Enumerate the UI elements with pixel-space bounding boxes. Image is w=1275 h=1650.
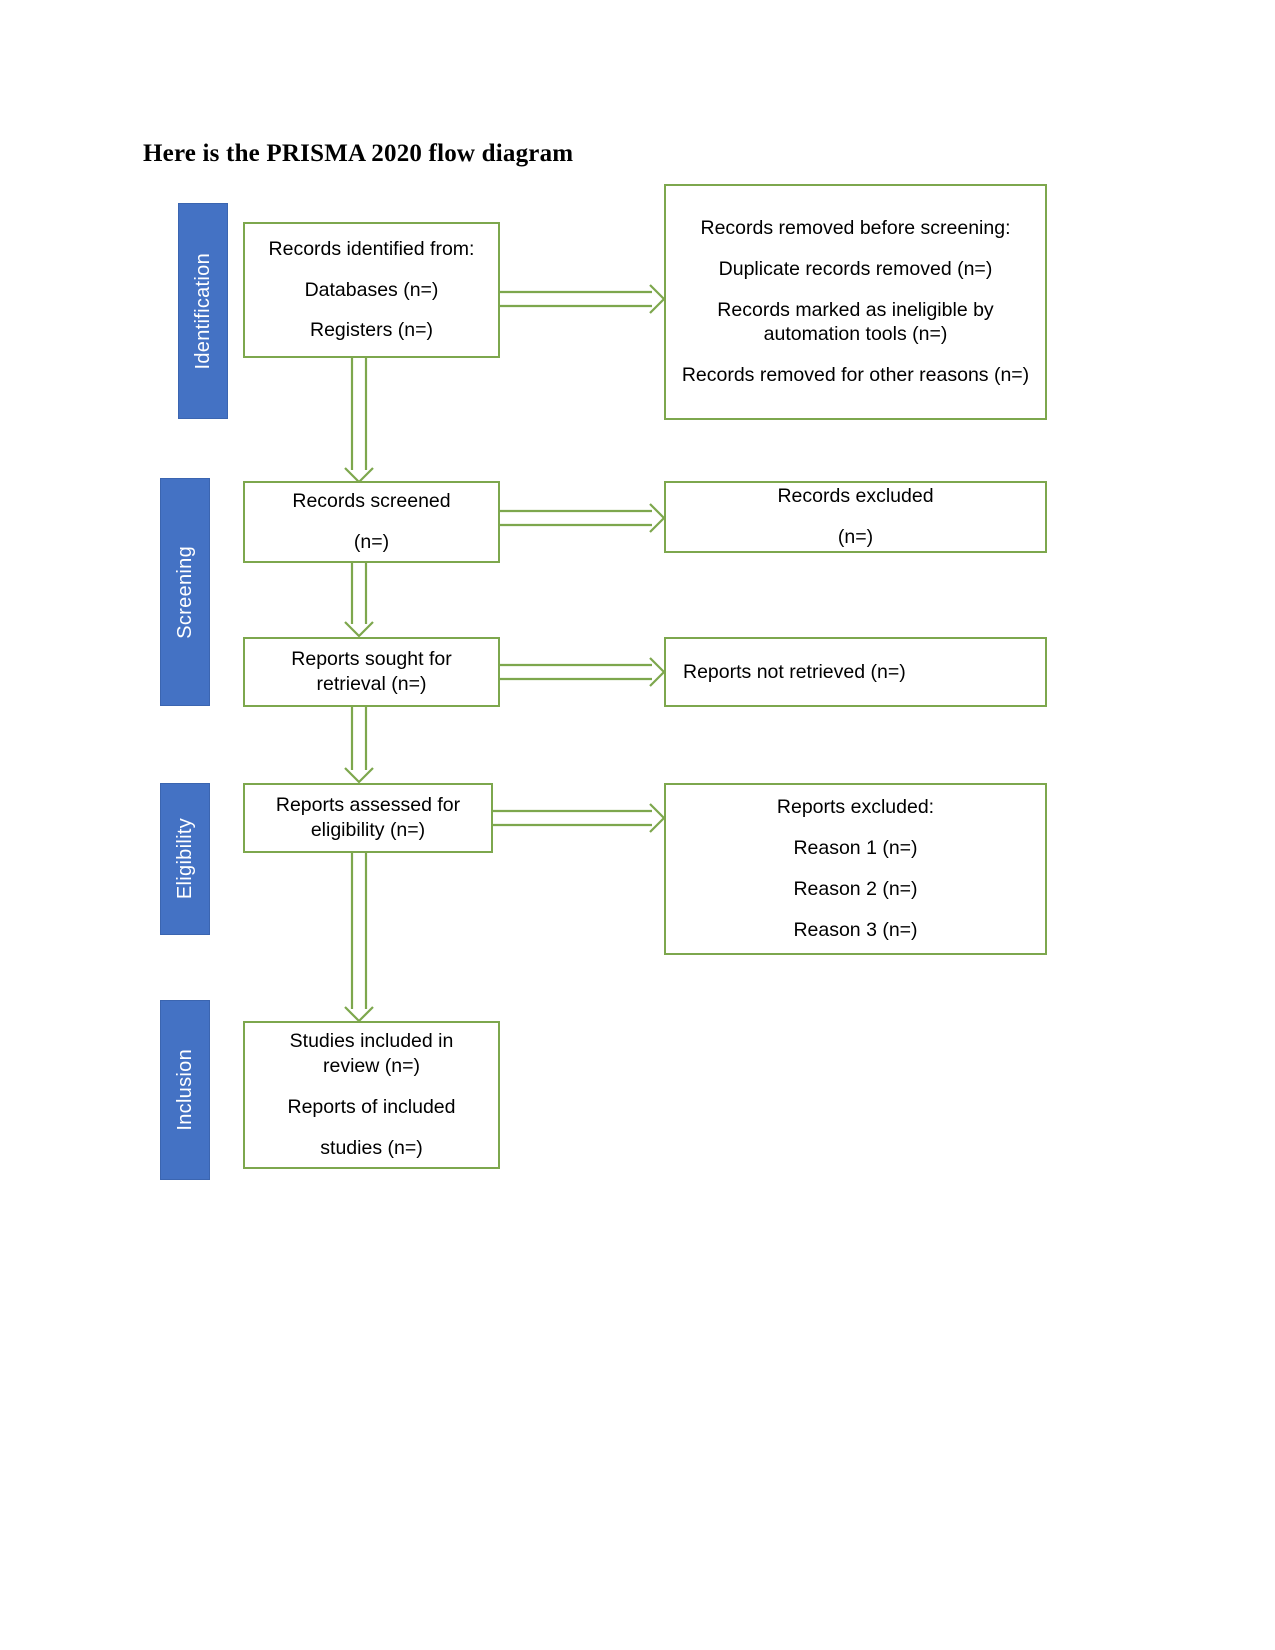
stage-bar-screening: Screening <box>160 478 210 706</box>
stage-bar-identification: Identification <box>178 203 228 419</box>
stage-label-identification: Identification <box>191 252 214 370</box>
box-records-removed-line-1: Records removed before screening: <box>700 216 1011 239</box>
arrow-assessed-to-included <box>344 853 374 1023</box>
arrow-identified-to-screened <box>344 358 374 484</box>
arrow-sought-to-assessed <box>344 707 374 784</box>
box-records-identified: Records identified from: Databases (n=) … <box>243 222 500 358</box>
box-studies-included: Studies included in review (n=) Reports … <box>243 1021 500 1169</box>
box-records-removed-line-2: Duplicate records removed (n=) <box>718 257 993 280</box>
box-studies-included-line-3: Reports of included <box>287 1096 456 1118</box>
box-records-excluded-line-2: (n=) <box>837 526 874 548</box>
box-reports-excluded-line-1: Reports excluded: <box>776 796 935 819</box>
box-reports-excluded-line-3: Reason 2 (n=) <box>793 878 918 900</box>
box-reports-assessed: Reports assessed for eligibility (n=) <box>243 783 493 853</box>
box-studies-included-line-4: studies (n=) <box>320 1136 423 1159</box>
box-records-removed-line-4: Records removed for other reasons (n=) <box>681 364 1030 387</box>
box-records-removed-line-3: Records marked as ineligible by automati… <box>717 298 994 346</box>
box-records-identified-line-2: Databases (n=) <box>304 278 439 301</box>
box-studies-included-line-1: Studies included in <box>289 1030 454 1053</box>
box-reports-not-retrieved-line-1: Reports not retrieved (n=) <box>683 660 906 683</box>
stage-label-inclusion: Inclusion <box>173 1049 196 1131</box>
arrow-identified-to-removed <box>500 284 666 314</box>
box-reports-assessed-line-1: Reports assessed for <box>275 794 461 817</box>
box-reports-excluded: Reports excluded: Reason 1 (n=) Reason 2… <box>664 783 1047 955</box>
box-reports-assessed-line-2: eligibility (n=) <box>310 819 426 841</box>
stage-bar-inclusion: Inclusion <box>160 1000 210 1180</box>
stage-label-screening: Screening <box>173 545 196 639</box>
page-title: Here is the PRISMA 2020 flow diagram <box>143 140 574 167</box>
arrow-screened-to-sought <box>344 563 374 638</box>
box-records-screened-line-1: Records screened <box>292 490 451 513</box>
box-records-identified-line-3: Registers (n=) <box>310 319 433 342</box>
arrow-sought-to-notretrieved <box>500 657 666 687</box>
box-reports-not-retrieved: Reports not retrieved (n=) <box>664 637 1047 707</box>
box-reports-sought: Reports sought for retrieval (n=) <box>243 637 500 707</box>
box-reports-sought-line-2: retrieval (n=) <box>316 673 427 695</box>
arrow-assessed-to-excluded <box>493 803 666 833</box>
box-reports-sought-line-1: Reports sought for <box>291 648 452 671</box>
box-reports-excluded-line-4: Reason 3 (n=) <box>793 918 918 941</box>
box-records-removed: Records removed before screening: Duplic… <box>664 184 1047 420</box>
stage-label-eligibility: Eligibility <box>173 818 196 900</box>
box-records-excluded-line-1: Records excluded <box>777 485 934 508</box>
stage-bar-eligibility: Eligibility <box>160 783 210 935</box>
box-records-identified-line-1: Records identified from: <box>268 237 475 260</box>
arrow-screened-to-excluded <box>500 503 666 533</box>
box-reports-excluded-line-2: Reason 1 (n=) <box>793 837 918 860</box>
box-records-excluded: Records excluded (n=) <box>664 481 1047 553</box>
box-records-screened: Records screened (n=) <box>243 481 500 563</box>
box-studies-included-line-2: review (n=) <box>323 1055 420 1078</box>
box-records-screened-line-2: (n=) <box>353 531 390 553</box>
